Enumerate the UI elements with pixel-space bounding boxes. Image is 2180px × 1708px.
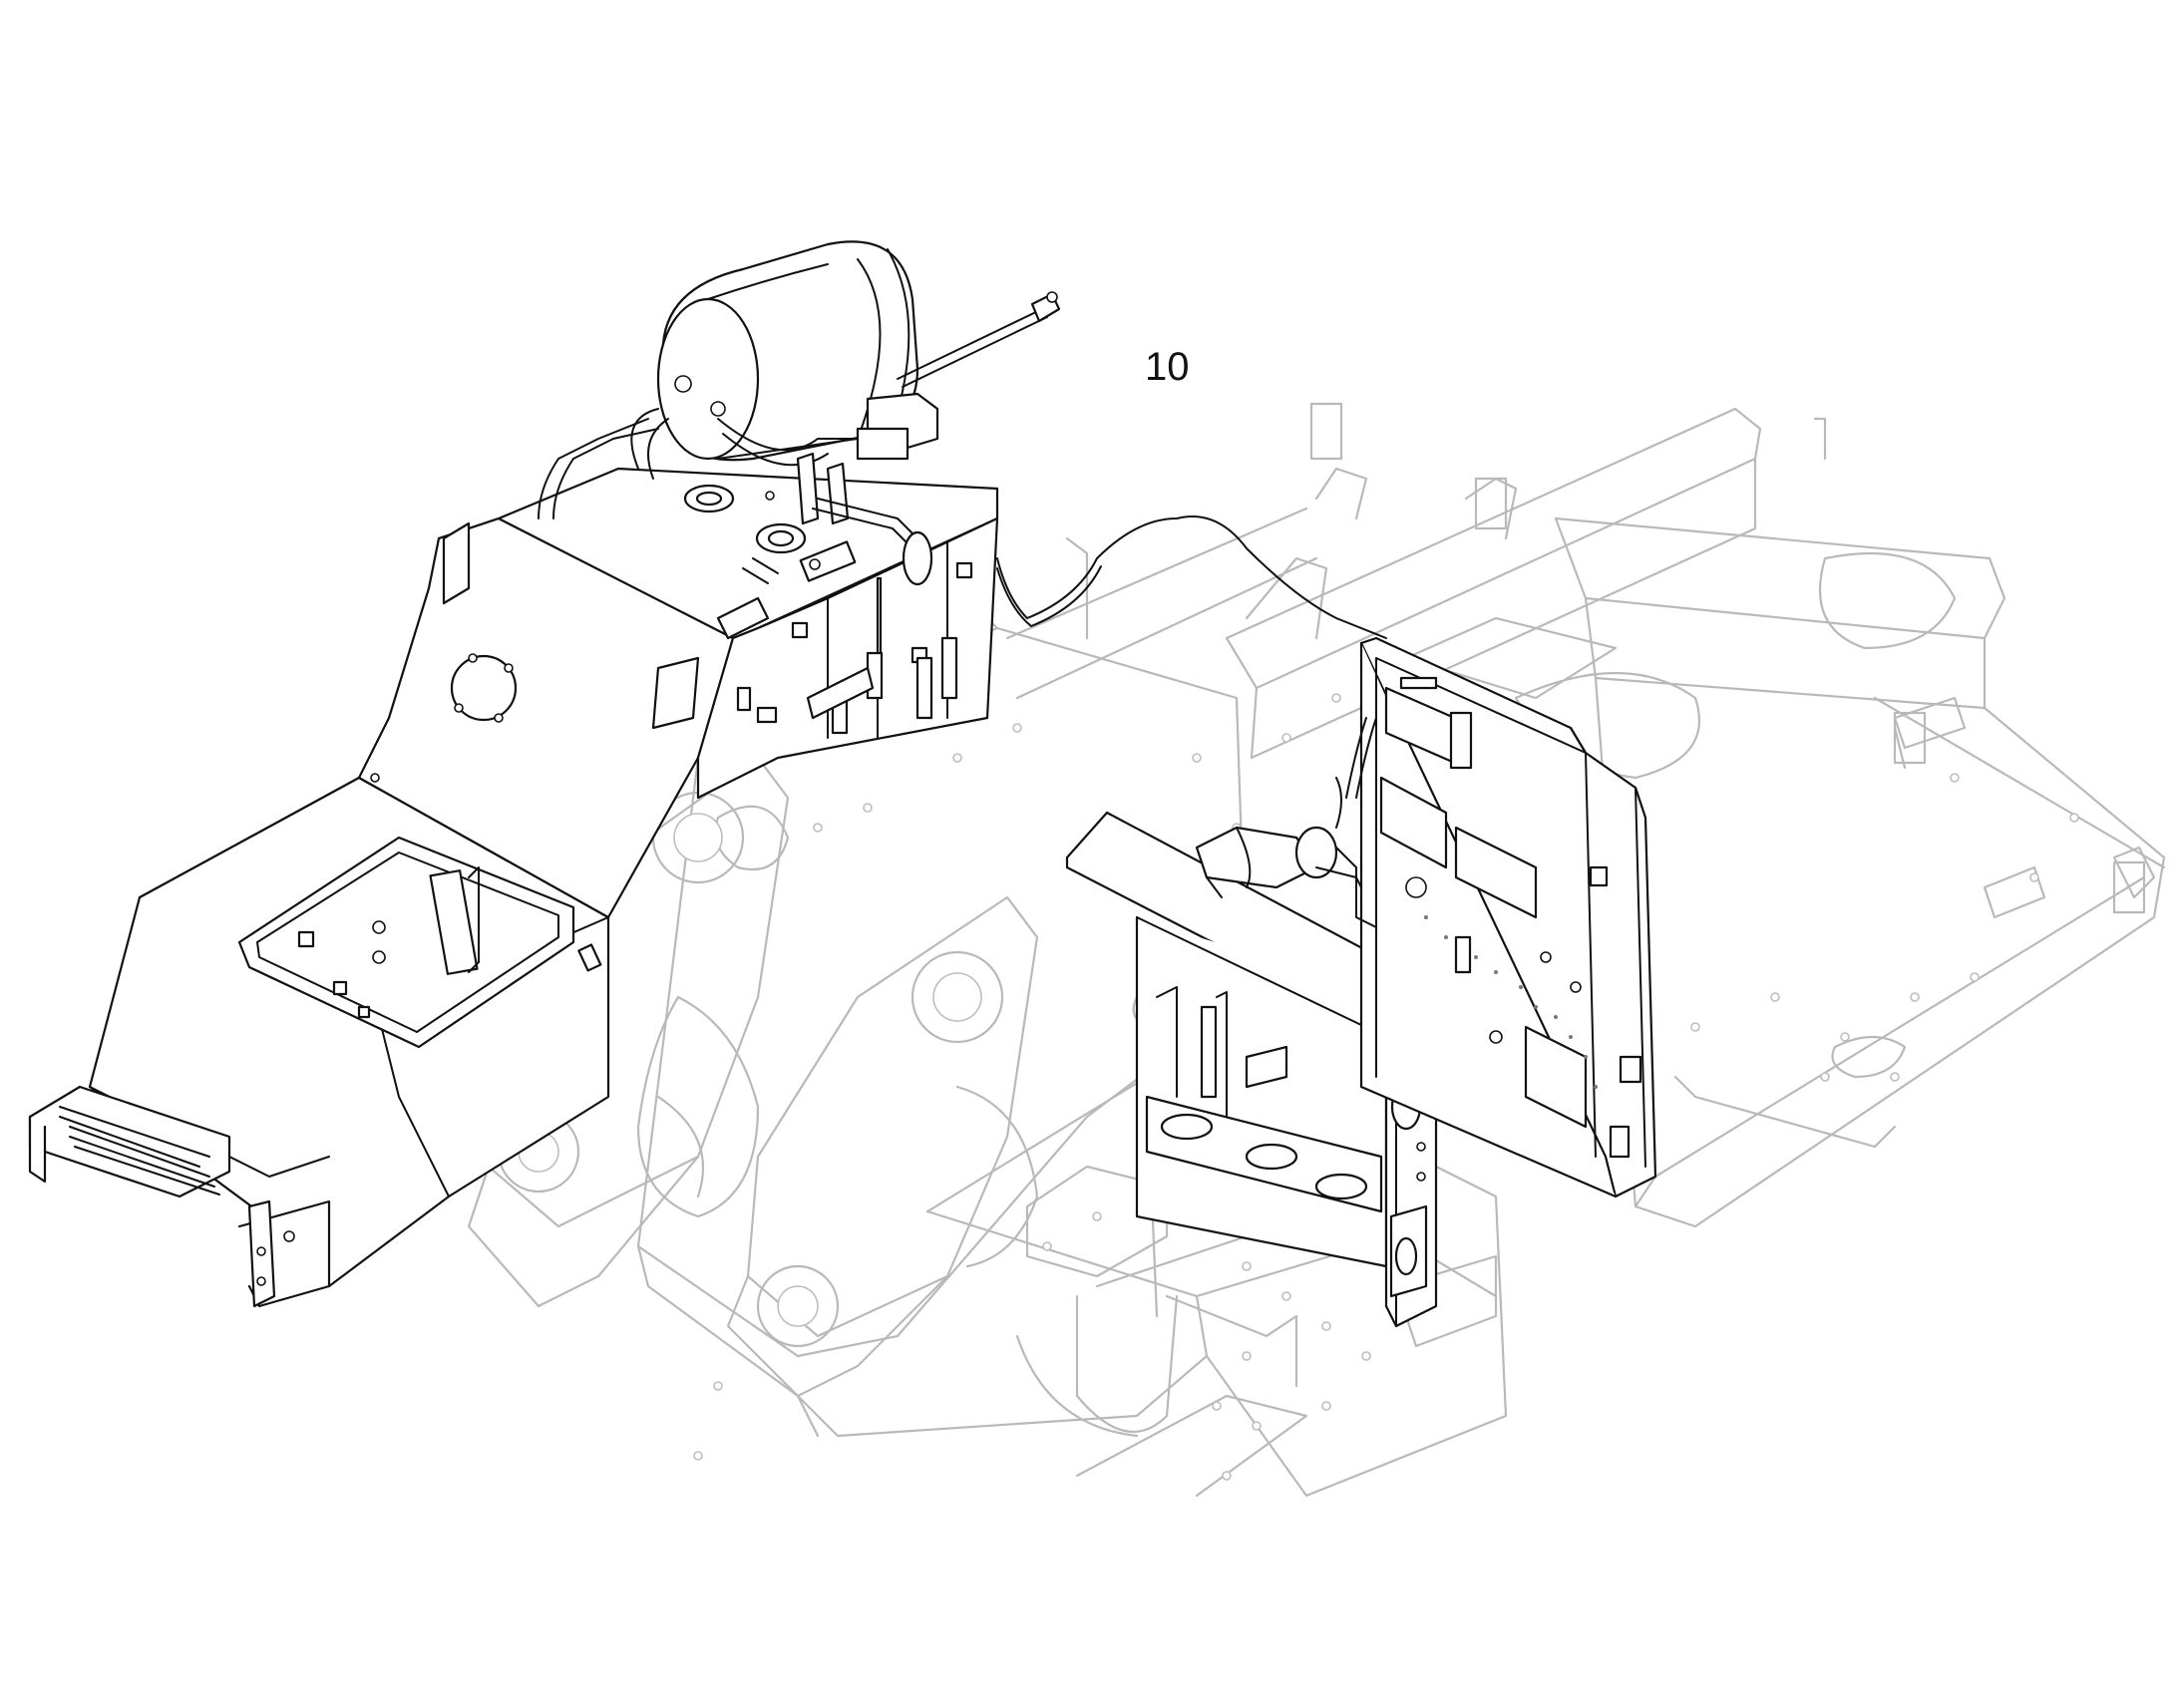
ghosted-base-frame <box>467 402 2166 1498</box>
rear-panel-bolts <box>1424 915 1598 1089</box>
rear-cover-assembly <box>28 240 1387 1308</box>
front-panel-frame <box>1065 777 1438 1328</box>
callout-label-10: 10 <box>1145 345 1190 389</box>
rear-panel-frame <box>1335 636 1657 1198</box>
